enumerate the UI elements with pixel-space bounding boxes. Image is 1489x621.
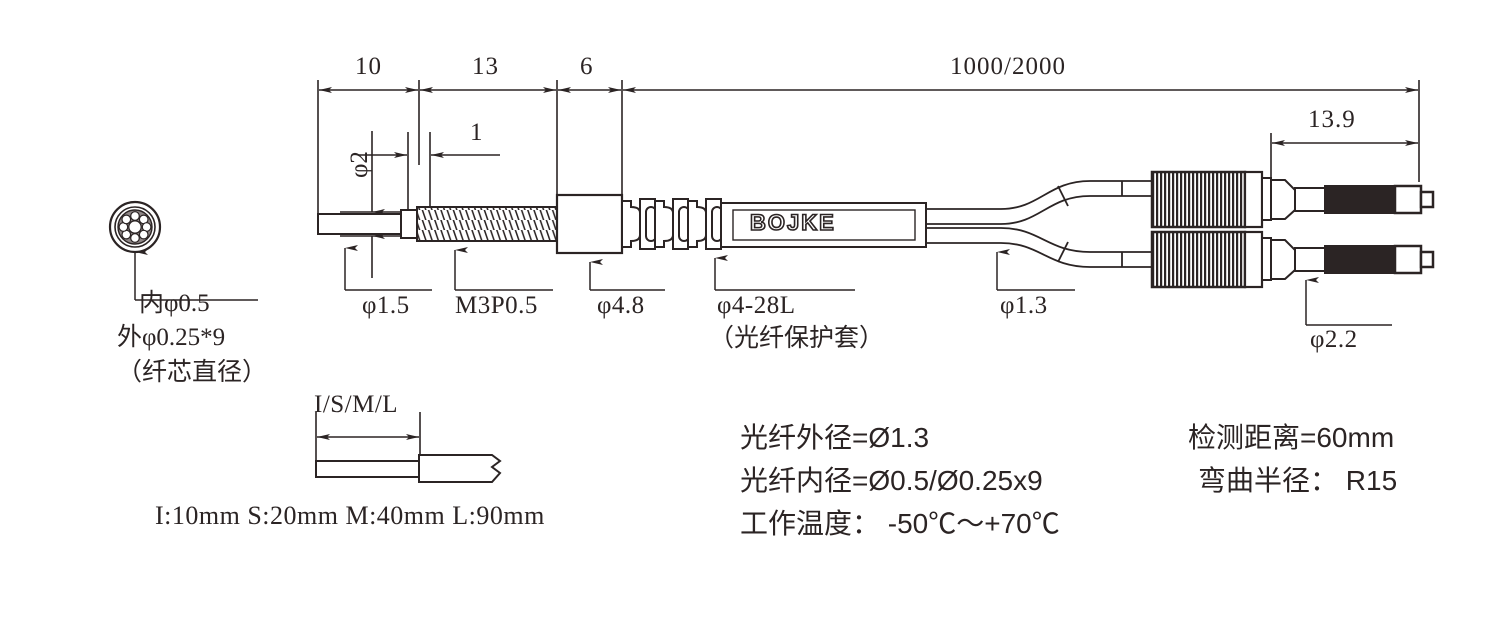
length-variant-detail	[315, 412, 502, 483]
dim-label-total-length: 1000/2000	[950, 53, 1066, 80]
spec-bend-radius: 弯曲半径： R15	[1198, 465, 1398, 496]
label-length-legend: I:10mm S:20mm M:40mm L:90mm	[155, 501, 545, 530]
label-phi-2-2: φ2.2	[1310, 326, 1358, 353]
spec-fiber-outer-diameter: 光纤外径=Ø1.3	[740, 422, 930, 453]
label-phi-4-28l: φ4-28L	[717, 292, 796, 319]
label-outer-diameter: 外φ0.25*9	[117, 324, 226, 351]
label-phi-1-3: φ1.3	[1000, 292, 1048, 319]
dim-label-6: 6	[580, 53, 594, 80]
dimension-lines-detail	[340, 131, 500, 278]
dimension-lines-top	[317, 80, 1420, 232]
label-core-diameter-note: （纤芯直径）	[117, 359, 268, 386]
brand-label-bojke: BOJKE	[749, 210, 836, 235]
spec-fiber-inner-diameter: 光纤内径=Ø0.5/Ø0.25x9	[740, 465, 1043, 496]
fiber-cross-section-graphic	[108, 200, 258, 301]
label-fiber-sleeve-note: （光纤保护套）	[709, 325, 885, 352]
dim-label-phi-2: φ2	[346, 151, 373, 178]
label-ismL-dimension: I/S/M/L	[314, 391, 399, 418]
sensor-head-assembly	[317, 193, 927, 255]
dual-fiber-cable-split	[926, 180, 1155, 268]
spec-operating-temperature: 工作温度： -50℃～+70℃	[740, 508, 1060, 539]
dim-label-10: 10	[355, 53, 382, 80]
label-phi-4-8: φ4.8	[597, 292, 645, 319]
callout-leaders	[344, 245, 1392, 326]
dim-label-13-9: 13.9	[1308, 106, 1356, 133]
dim-label-13: 13	[472, 53, 499, 80]
fiber-connector-lower	[1150, 230, 1435, 289]
label-inner-diameter: 内φ0.5	[139, 290, 210, 317]
spec-sensing-distance: 检测距离=60mm	[1188, 422, 1395, 453]
label-m3p05-thread: M3P0.5	[455, 292, 538, 319]
fiber-connector-upper	[1150, 170, 1435, 229]
label-phi-1-5: φ1.5	[362, 292, 410, 319]
dim-label-1: 1	[470, 119, 484, 146]
